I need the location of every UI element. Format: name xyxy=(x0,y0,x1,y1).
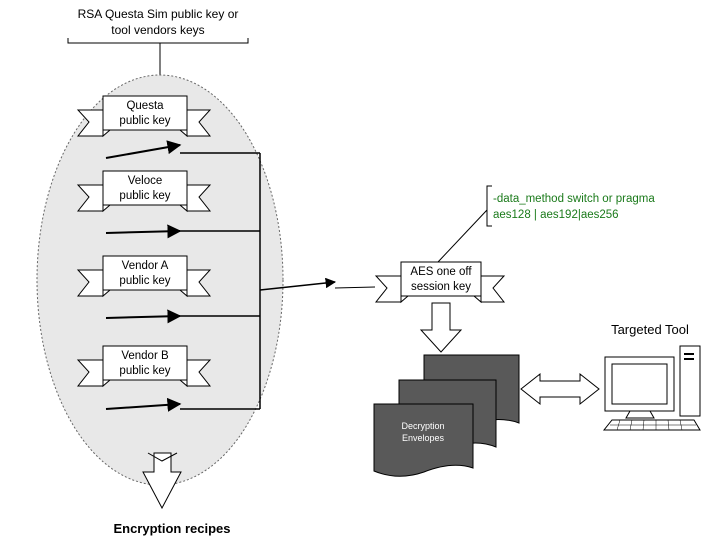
computer-icon xyxy=(602,345,701,431)
svg-text:Questa: Questa xyxy=(126,100,164,112)
svg-text:Veloce: Veloce xyxy=(128,175,163,187)
questa-arrow xyxy=(105,140,182,159)
keys-source-line1: RSA Questa Sim public key or xyxy=(78,7,239,21)
vendor-a-arrow xyxy=(105,309,182,324)
double-arrow-icon xyxy=(520,372,600,406)
data-method-note-line2: aes128 | aes192|aes256 xyxy=(493,209,619,221)
decryption-envelopes-stack: Decryption Envelopes xyxy=(373,354,520,477)
key-banner-veloce: Veloce public key xyxy=(76,170,212,213)
veloce-arrow xyxy=(105,224,182,239)
svg-text:public key: public key xyxy=(119,190,170,202)
key-banner-questa: Questa public key xyxy=(76,95,212,138)
vendor-b-arrow xyxy=(105,397,182,412)
note-bracket xyxy=(486,185,492,227)
keys-source-line2: tool vendors keys xyxy=(111,23,204,37)
svg-text:public key: public key xyxy=(119,275,170,287)
svg-text:Decryption: Decryption xyxy=(401,421,444,431)
svg-text:Vendor A: Vendor A xyxy=(122,260,169,272)
key-banner-vendor-b: Vendor B public key xyxy=(76,345,212,388)
session-key-banner: AES one off session key xyxy=(374,261,506,304)
data-method-note-line1: -data_method switch or pragma xyxy=(493,193,655,205)
svg-text:public key: public key xyxy=(119,115,170,127)
session-down-arrow-icon xyxy=(419,302,463,353)
targeted-tool-label: Targeted Tool xyxy=(611,322,689,337)
encryption-recipes-label: Encryption recipes xyxy=(113,521,230,536)
bus-to-session-arrow xyxy=(259,277,337,291)
note-callout-line xyxy=(437,209,488,263)
down-arrow-notch xyxy=(147,452,178,462)
svg-text:Vendor B: Vendor B xyxy=(121,350,169,362)
svg-text:public key: public key xyxy=(119,365,170,377)
key-banner-vendor-a: Vendor A public key xyxy=(76,255,212,298)
keys-source-bracket xyxy=(67,38,249,44)
svg-text:session key: session key xyxy=(411,281,471,293)
svg-text:AES one off: AES one off xyxy=(410,266,472,278)
bus-to-session-line xyxy=(334,286,376,289)
svg-text:Envelopes: Envelopes xyxy=(402,433,445,443)
